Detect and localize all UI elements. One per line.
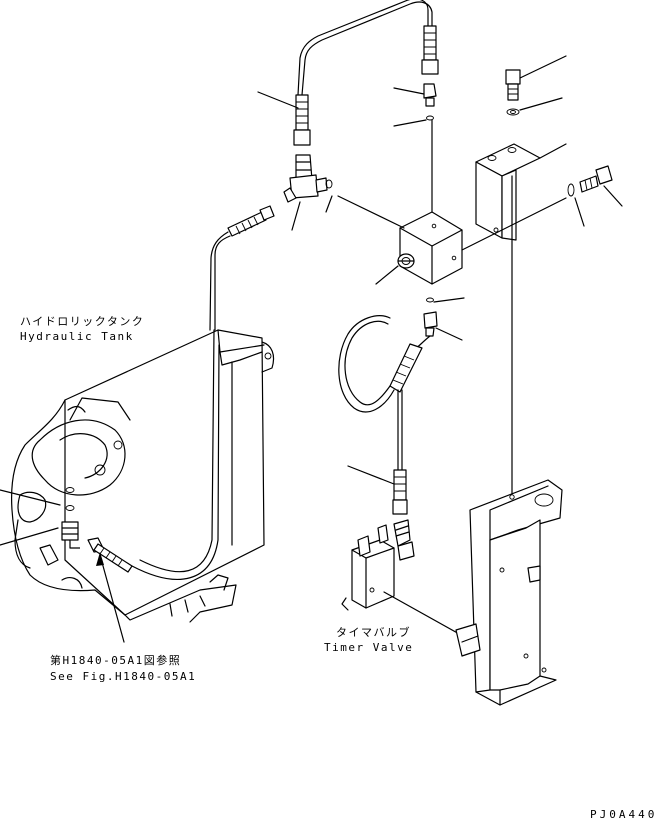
valve-block (337, 119, 463, 285)
hose-tank-to-tee (131, 205, 275, 580)
timer-valve-label-en: Timer Valve (324, 641, 414, 654)
bracket-upper (461, 143, 567, 496)
drawing-code: PJ0A440 (590, 808, 658, 821)
hydraulic-tank-label-jp: ハイドロリックタンク (20, 315, 145, 328)
fig-ref-label-jp: 第H1840-05A1図参照 (50, 654, 182, 667)
leader-fig-ref (99, 554, 125, 643)
leader-top-hose (257, 91, 299, 109)
bolt-washer-side (567, 165, 623, 227)
leader-oring (0, 489, 61, 506)
leader-fig-ref-arrow (96, 552, 104, 566)
tee-fitting (283, 154, 333, 231)
tank-fittings (61, 487, 133, 573)
fig-ref-label-en: See Fig.H1840-05A1 (50, 670, 197, 683)
bolt-washer-top (505, 55, 567, 116)
hydraulic-tank-label-en: Hydraulic Tank (20, 330, 134, 343)
hydraulic-tank (10, 329, 275, 623)
timer-valve-label-jp: タイマバルブ (336, 626, 411, 639)
bracket-lower (455, 479, 563, 706)
hose-top-loop (293, 0, 439, 146)
leader-elbow (0, 527, 59, 546)
connector-fitting (393, 83, 437, 127)
timer-valve (341, 519, 471, 641)
hose-block-to-timer (338, 297, 465, 515)
